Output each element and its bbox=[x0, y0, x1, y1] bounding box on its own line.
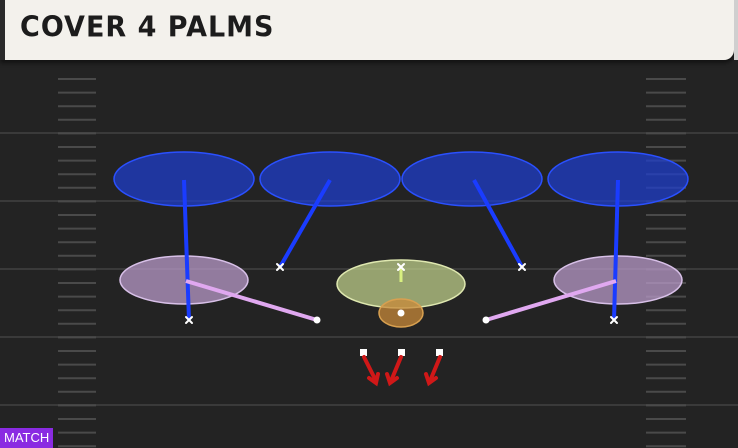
play-title: COVER 4 PALMS bbox=[20, 11, 275, 44]
flat-zone-right bbox=[553, 255, 683, 305]
safety-right-deep-route bbox=[472, 179, 524, 268]
linebacker-right-defender bbox=[482, 316, 490, 324]
deep-zone-left-middle bbox=[259, 151, 401, 207]
rusher-right bbox=[436, 349, 443, 356]
rusher-left bbox=[360, 349, 367, 356]
banner-edge bbox=[734, 0, 738, 60]
title-banner-accent bbox=[0, 0, 5, 60]
linebacker-left-flat-route bbox=[185, 279, 318, 322]
spy-defender bbox=[397, 309, 405, 317]
title-banner: COVER 4 PALMS bbox=[0, 0, 734, 60]
linebacker-right-flat-route bbox=[485, 279, 617, 322]
rusher-middle bbox=[398, 349, 405, 356]
corner-right-defender bbox=[610, 316, 618, 324]
safety-left-defender bbox=[276, 263, 284, 271]
corner-left-defender bbox=[185, 316, 193, 324]
middle-linebacker-defender bbox=[397, 263, 405, 271]
safety-right-defender bbox=[518, 263, 526, 271]
corner-left-deep-route bbox=[182, 179, 191, 321]
corner-right-deep-route bbox=[612, 179, 620, 321]
rush-arrow-right bbox=[424, 355, 442, 387]
rush-arrow-left bbox=[362, 355, 380, 387]
linebacker-left-defender bbox=[313, 316, 321, 324]
rush-arrow-middle bbox=[385, 355, 403, 387]
deep-zone-right-middle bbox=[401, 151, 543, 207]
coverage-type-tag: MATCH bbox=[0, 428, 54, 448]
flat-zone-left bbox=[119, 255, 249, 305]
safety-left-deep-route bbox=[278, 179, 332, 268]
